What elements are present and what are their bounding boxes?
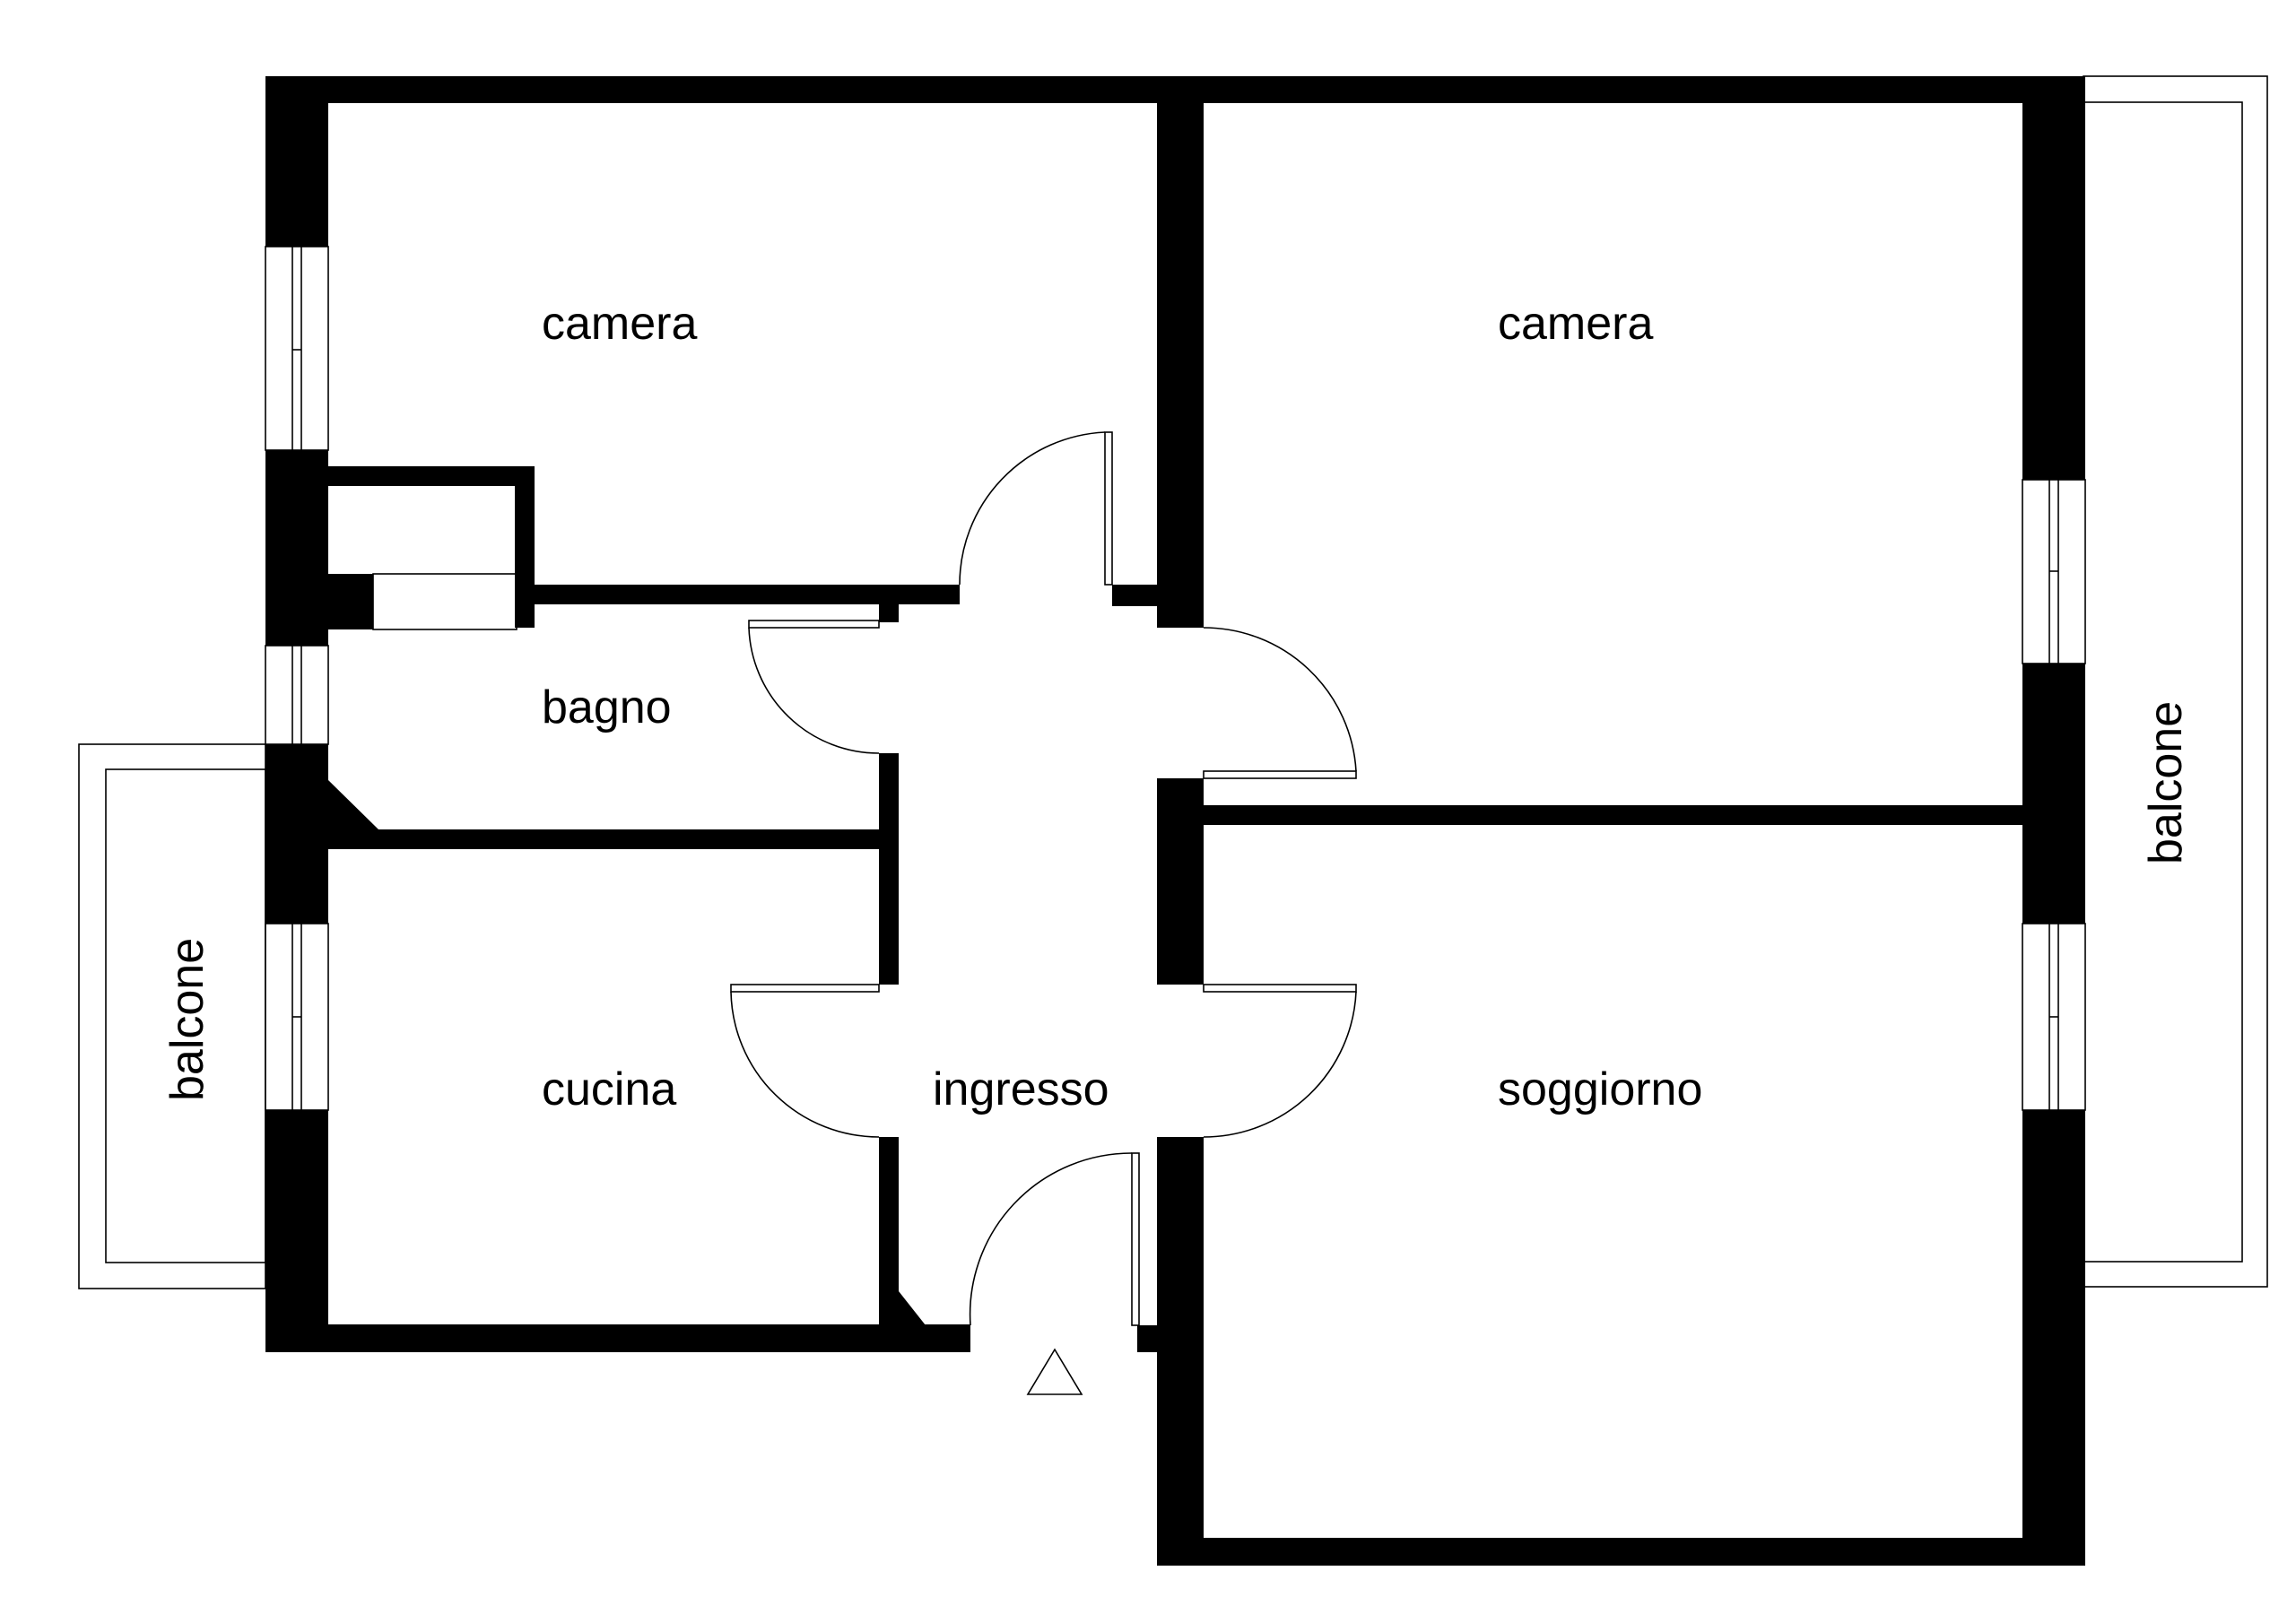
windows [265,246,2086,1111]
room-label-ingresso: ingresso [933,1063,1109,1115]
door-cucina [730,984,880,1138]
window-left-camera [265,246,329,451]
outer-walls [265,76,2085,1566]
room-label-balcone-left: balcone [161,938,213,1101]
room-label-cucina: cucina [542,1063,676,1115]
room-label-camera-right: camera [1498,298,1653,350]
room-label-camera-left: camera [542,298,697,350]
room-label-soggiorno: soggiorno [1498,1063,1702,1115]
room-label-bagno: bagno [542,681,672,733]
door-camera-left [959,431,1113,586]
door-camera-right [1203,627,1357,779]
door-entrance [969,1152,1140,1326]
entrance-triangle-icon [1026,1348,1083,1395]
doors [730,431,1357,1326]
window-bagno [265,645,329,745]
balcony-right [2083,75,2268,1288]
interior-walls [328,76,2022,1325]
window-soggiorno [2022,923,2086,1111]
room-label-balcone-right: balcone [2140,701,2192,864]
window-right-camera [2022,479,2086,664]
door-soggiorno [1203,984,1357,1138]
door-bagno [748,620,880,754]
window-cucina [265,923,329,1111]
